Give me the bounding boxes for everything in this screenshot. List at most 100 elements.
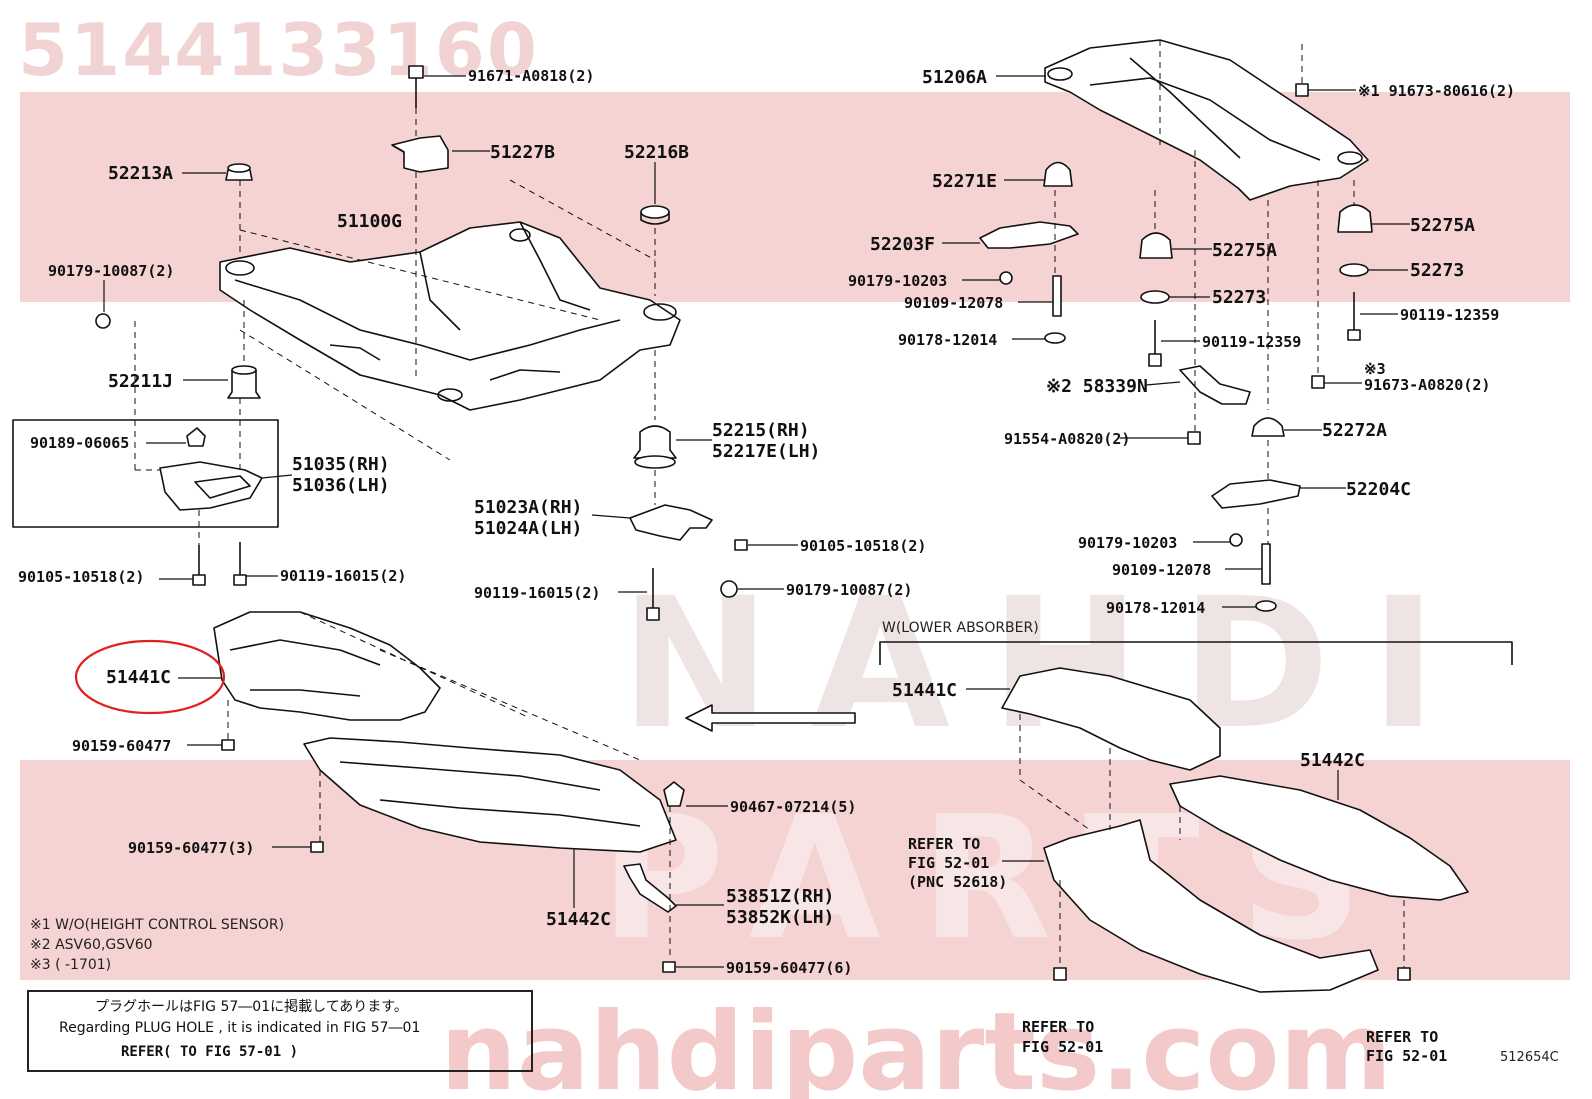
label-53851Z: 53851Z(RH) bbox=[726, 886, 835, 907]
label-refer2-a: REFER TO bbox=[1022, 1018, 1095, 1036]
note-japanese: プラグホールはFIG 57―01に掲載してあります。 bbox=[95, 999, 408, 1015]
bolt-90105-left-icon bbox=[192, 545, 206, 586]
url-watermark: nahdiparts.com bbox=[440, 990, 1393, 1099]
bolt-90159-b-icon bbox=[310, 841, 324, 853]
label-91673-A0820: 91673-A0820(2) bbox=[1364, 376, 1491, 394]
label-52271E: 52271E bbox=[932, 171, 998, 192]
label-51442C-main: 51442C bbox=[546, 909, 612, 930]
cushion-52271E-icon bbox=[1043, 161, 1073, 187]
undercover-51441C-main-icon bbox=[213, 611, 441, 721]
label-refer1-a: REFER TO bbox=[908, 835, 981, 853]
label-90179-10087-left: 90179-10087(2) bbox=[48, 262, 175, 280]
brand-watermark: NAHDI bbox=[620, 560, 1477, 769]
undercover-52618-icon bbox=[1043, 819, 1379, 993]
label-90179-10087-mid: 90179-10087(2) bbox=[786, 581, 913, 599]
label-90179-10203-a: 90179-10203 bbox=[848, 272, 948, 290]
label-51442C-alt: 51442C bbox=[1300, 750, 1366, 771]
part-number-watermark: 5144133160 bbox=[18, 8, 539, 92]
undercover-51441C-alt-icon bbox=[1001, 667, 1221, 771]
bolt-90119-left-icon bbox=[233, 542, 247, 586]
label-refer1-c: (PNC 52618) bbox=[908, 873, 1008, 891]
label-52204C: 52204C bbox=[1346, 479, 1412, 500]
crossmember-rear-icon bbox=[1044, 39, 1369, 201]
label-90105-10518-mid: 90105-10518(2) bbox=[800, 537, 927, 555]
label-51036: 51036(LH) bbox=[292, 475, 390, 496]
clip-90189-icon bbox=[186, 427, 206, 447]
washer-90178-b-icon bbox=[1255, 600, 1277, 612]
undercover-51442C-alt-icon bbox=[1169, 775, 1469, 901]
label-90119-16015-left: 90119-16015(2) bbox=[280, 567, 407, 585]
note-english: Regarding PLUG HOLE , it is indicated in… bbox=[59, 1020, 421, 1036]
label-51206A: 51206A bbox=[922, 67, 988, 88]
label-51035: 51035(RH) bbox=[292, 454, 390, 475]
bracket-52204C-icon bbox=[1211, 479, 1301, 509]
label-note3-marker: ※3 bbox=[1364, 360, 1386, 378]
cushion-52211J-icon bbox=[227, 365, 261, 399]
variant-bracket bbox=[879, 641, 1513, 665]
cushion-52275A-a-icon bbox=[1139, 232, 1173, 259]
bolt-91673-80616-icon bbox=[1295, 83, 1309, 97]
washer-52273-a-icon bbox=[1140, 290, 1170, 304]
label-53852K: 53852K(LH) bbox=[726, 907, 835, 928]
label-90467-07214: 90467-07214(5) bbox=[730, 798, 857, 816]
footnote-3: ※3 ( -1701) bbox=[30, 957, 112, 973]
label-91554-A0820: 91554-A0820(2) bbox=[1004, 430, 1131, 448]
bolt-90119-12359-b-icon bbox=[1347, 292, 1361, 341]
cushion-52213A-icon bbox=[225, 163, 253, 181]
bolt-90159-a-icon bbox=[221, 739, 235, 751]
label-52275A-a: 52275A bbox=[1212, 240, 1278, 261]
bolt-90119-mid-icon bbox=[646, 568, 660, 621]
nut-90179-10203-a-icon bbox=[999, 271, 1013, 285]
bolt-90159-c-icon bbox=[662, 961, 676, 973]
bracket-51227B-icon bbox=[391, 135, 449, 173]
stud-90109-a-icon bbox=[1052, 275, 1062, 317]
label-90178-12014-a: 90178-12014 bbox=[898, 331, 998, 349]
footnote-2: ※2 ASV60,GSV60 bbox=[30, 937, 153, 953]
label-90179-10203-b: 90179-10203 bbox=[1078, 534, 1178, 552]
label-90159-60477-3: 90159-60477(3) bbox=[128, 839, 255, 857]
label-52217E: 52217E(LH) bbox=[712, 441, 821, 462]
figure-code: 512654C bbox=[1500, 1050, 1559, 1065]
bracket-53851Z-icon bbox=[623, 863, 677, 913]
cushion-52216B-icon bbox=[640, 205, 670, 225]
label-refer3-b: FIG 52-01 bbox=[1366, 1047, 1448, 1065]
label-52213A: 52213A bbox=[108, 163, 174, 184]
label-91671-A0818: 91671-A0818(2) bbox=[468, 67, 595, 85]
bracket-51035-icon bbox=[159, 461, 263, 511]
label-91673-80616: ※1 91673-80616(2) bbox=[1358, 82, 1516, 100]
leader-lines bbox=[103, 75, 1410, 968]
variant-label: W(LOWER ABSORBER) bbox=[882, 620, 1039, 636]
label-51023A: 51023A(RH) bbox=[474, 497, 583, 518]
bolt-right-a-icon bbox=[1053, 967, 1067, 981]
label-90109-12078-a: 90109-12078 bbox=[904, 294, 1004, 312]
bolt-91673-A0820-icon bbox=[1311, 375, 1325, 389]
undercover-51442C-main-icon bbox=[303, 737, 677, 853]
group-box-51035 bbox=[12, 419, 279, 528]
bolt-right-b-icon bbox=[1397, 967, 1411, 981]
bracket-52203F-icon bbox=[979, 221, 1079, 249]
label-90119-12359-a: 90119-12359 bbox=[1202, 333, 1302, 351]
label-52275A-b: 52275A bbox=[1410, 215, 1476, 236]
label-51024A: 51024A(LH) bbox=[474, 518, 583, 539]
label-58339N: ※2 58339N bbox=[1046, 376, 1148, 397]
label-52273-a: 52273 bbox=[1212, 287, 1267, 308]
plug-hole-note-box: プラグホールはFIG 57―01に掲載してあります。 Regarding PLU… bbox=[27, 990, 533, 1072]
label-90178-12014-b: 90178-12014 bbox=[1106, 599, 1206, 617]
note-refer: REFER( TO FIG 57-01 ) bbox=[121, 1044, 299, 1060]
label-51100G: 51100G bbox=[337, 211, 403, 232]
label-52273-b: 52273 bbox=[1410, 260, 1465, 281]
label-52203F: 52203F bbox=[870, 234, 936, 255]
label-52272A: 52272A bbox=[1322, 420, 1388, 441]
washer-52273-b-icon bbox=[1339, 263, 1369, 277]
washer-90178-a-icon bbox=[1044, 332, 1066, 344]
label-refer3-a: REFER TO bbox=[1366, 1028, 1439, 1046]
label-90109-12078-b: 90109-12078 bbox=[1112, 561, 1212, 579]
arrow-left-icon bbox=[685, 704, 856, 732]
label-90159-60477-6: 90159-60477(6) bbox=[726, 959, 853, 977]
bolt-90105-mid-icon bbox=[734, 539, 748, 551]
label-51441C-alt: 51441C bbox=[892, 680, 958, 701]
highlight-ring bbox=[74, 639, 226, 715]
nut-90179-10087-mid-icon bbox=[720, 580, 738, 598]
